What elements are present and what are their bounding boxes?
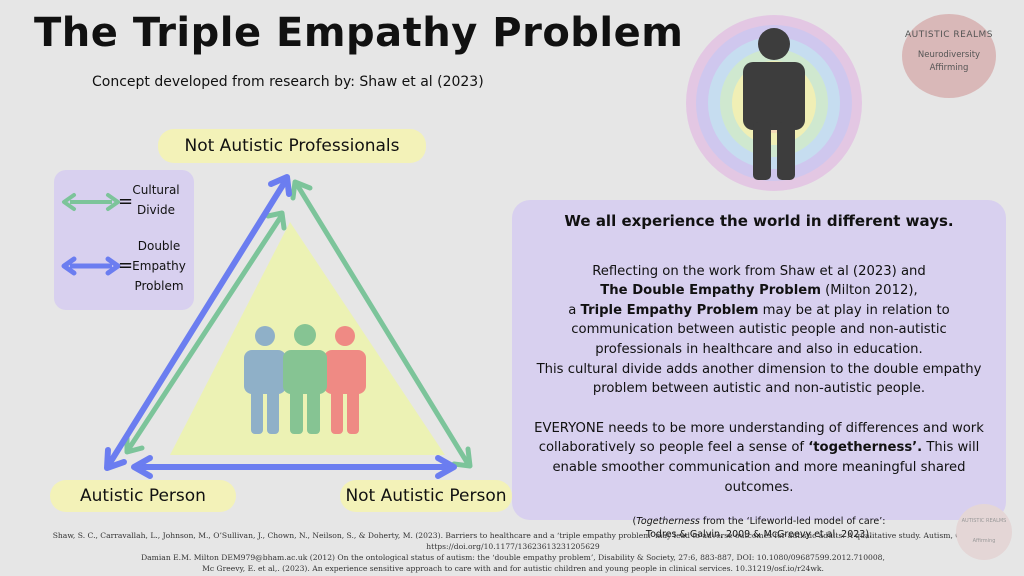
blue-arrowhead xyxy=(104,447,127,471)
page-title: The Triple Empathy Problem xyxy=(34,10,684,56)
rainbow-person-illustration xyxy=(686,15,862,191)
person-blue-icon xyxy=(244,326,286,434)
reference-item: Shaw, S. C., Carravallah, L., Johnson, M… xyxy=(52,531,974,551)
blue-arrow-left xyxy=(105,177,289,469)
blue-arrowhead xyxy=(268,174,292,197)
green-arrow-icon xyxy=(62,193,120,211)
triangle-diagram xyxy=(104,174,473,479)
people-group-icon xyxy=(244,324,366,434)
label-not-autistic-professionals: Not Autistic Professionals xyxy=(158,129,426,163)
info-box: We all experience the world in different… xyxy=(512,200,1006,540)
equals-sign: = xyxy=(118,191,134,212)
reference-item: Damian E.M. Milton DEM979@bham.ac.uk (20… xyxy=(141,553,885,562)
autistic-realms-logo: AUTISTIC REALMS Neurodiversity Affirming xyxy=(902,14,996,98)
reference-item: Mc Greevy, E. et al,. (2023). An experie… xyxy=(202,564,824,573)
references: Shaw, S. C., Carravallah, L., Johnson, M… xyxy=(8,530,1018,574)
person-red-icon xyxy=(324,326,366,434)
subtitle: Concept developed from research by: Shaw… xyxy=(92,74,484,90)
info-heading: We all experience the world in different… xyxy=(564,212,954,230)
green-arrow-right xyxy=(293,180,471,467)
green-arrowhead xyxy=(124,433,145,455)
autistic-realms-watermark-logo: AUTISTIC REALMS Affirming xyxy=(956,504,1012,560)
green-arrowhead xyxy=(451,446,473,469)
green-arrowhead xyxy=(265,210,287,231)
blue-arrow-icon xyxy=(61,256,121,276)
info-paragraph-2: EVERYONE needs to be more understanding … xyxy=(534,420,984,495)
legend-blue-label: Double Empathy Problem xyxy=(132,239,186,293)
info-paragraph-1: Reflecting on the work from Shaw et al (… xyxy=(536,263,982,397)
person-icon xyxy=(743,28,805,180)
legend-green-label: Cultural Divide xyxy=(132,183,180,217)
blue-arrowhead xyxy=(131,455,153,479)
equals-sign: = xyxy=(118,255,134,276)
green-arrow-left xyxy=(125,212,285,453)
blue-arrowhead xyxy=(435,455,457,479)
info-citation: (Togetherness from the ‘Lifeworld-led mo… xyxy=(632,516,886,541)
green-arrowhead xyxy=(290,179,313,201)
label-autistic-person: Autistic Person xyxy=(50,480,236,512)
legend-box: = Cultural Divide = Double Empathy Probl… xyxy=(54,170,194,310)
label-not-autistic-person: Not Autistic Person xyxy=(340,480,512,512)
person-green-icon xyxy=(283,324,327,434)
